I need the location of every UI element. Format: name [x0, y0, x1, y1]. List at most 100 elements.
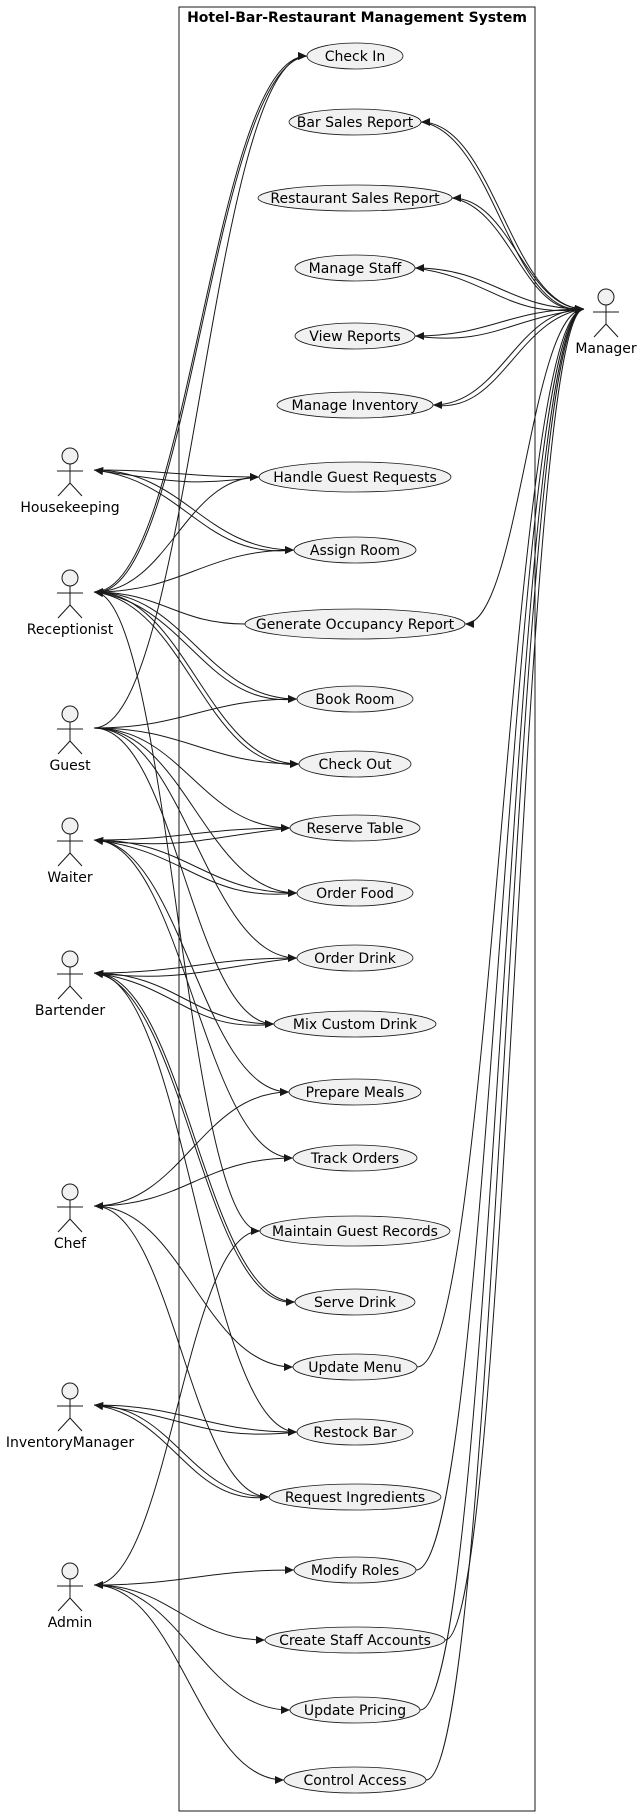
use-case-generate-occupancy-report: Generate Occupancy Report [244, 608, 466, 640]
relation-admin-to-create-staff-accounts [93, 1584, 266, 1641]
relation-chef-to-prepare-meals [93, 1091, 290, 1207]
relation-bartender-to-mix-custom-drink [93, 972, 275, 1025]
relation-guest-to-book-room [93, 698, 298, 729]
actor-leg [57, 1417, 71, 1432]
actor-waiter: Waiter [47, 817, 93, 886]
relation-inventory-manager-to-restock-bar [93, 1404, 298, 1433]
actor-head [61, 1382, 79, 1400]
use-case-label: Restock Bar [313, 1425, 396, 1441]
arrowhead [285, 1566, 294, 1574]
arrowhead [465, 620, 474, 628]
actor-leg [69, 740, 83, 755]
use-case-update-menu: Update Menu [292, 1353, 418, 1381]
relation-check-out-to-receptionist [93, 591, 300, 765]
actors-layer: HousekeepingReceptionistGuestWaiterBarte… [6, 288, 637, 1631]
actor-label: Chef [54, 1236, 87, 1252]
relation-waiter-to-track-orders [93, 839, 294, 1159]
relation-manager-to-bar-sales-report [420, 121, 585, 310]
use-case-track-orders: Track Orders [292, 1144, 418, 1172]
use-case-ellipse [292, 1144, 418, 1172]
use-case-ellipse [276, 391, 434, 419]
use-case-restock-bar: Restock Bar [296, 1418, 414, 1446]
use-case-label: Reserve Table [307, 821, 404, 837]
arrowhead [288, 695, 297, 703]
use-case-ellipse [293, 536, 417, 564]
relation-guest-to-order-food [93, 727, 298, 894]
arrowhead [288, 1428, 297, 1436]
relation-admin-to-control-access [93, 1584, 285, 1781]
actor-leg [69, 1597, 83, 1612]
relation-bartender-to-serve-drink [93, 972, 296, 1303]
actor-label: Admin [48, 1615, 93, 1631]
actor-label: Bartender [35, 1003, 105, 1019]
relation-control-access-to-manager [425, 308, 585, 1781]
relation-request-ingredients-to-inventory-manager [93, 1404, 270, 1499]
actor-leg [69, 482, 83, 497]
use-case-label: Mix Custom Drink [293, 1017, 418, 1033]
use-case-serve-drink: Serve Drink [294, 1288, 416, 1316]
use-case-control-access: Control Access [283, 1766, 427, 1794]
arrowhead [288, 889, 297, 897]
use-case-check-in: Check In [306, 42, 404, 70]
use-case-maintain-guest-records: Maintain Guest Records [259, 1215, 451, 1247]
relation-modify-roles-to-manager [415, 308, 585, 1571]
relation-serve-drink-to-bartender [93, 972, 296, 1303]
relation-update-menu-to-manager [416, 308, 585, 1368]
use-case-ellipse [294, 254, 416, 282]
relation-chef-to-update-menu [93, 1205, 294, 1368]
use-case-label: Create Staff Accounts [279, 1633, 431, 1649]
use-case-label: Modify Roles [311, 1563, 399, 1579]
actor-leg [69, 852, 83, 867]
use-case-label: Book Room [315, 692, 394, 708]
relation-receptionist-to-assign-room [93, 549, 295, 593]
arrowhead [256, 1636, 265, 1644]
actor-chef: Chef [54, 1183, 87, 1252]
use-case-ellipse [294, 1288, 416, 1316]
arrowhead [285, 546, 294, 554]
actor-leg [57, 1218, 71, 1233]
use-case-label: Order Drink [314, 951, 397, 967]
relation-manage-inventory-to-manager [432, 308, 585, 407]
relation-guest-to-order-drink [93, 727, 298, 959]
relation-chef-to-request-ingredients [93, 1205, 270, 1498]
use-case-ellipse [296, 944, 414, 972]
use-case-ellipse [288, 108, 422, 136]
relation-manager-to-restaurant-sales-report [451, 197, 585, 310]
actor-label: InventoryManager [6, 1435, 134, 1451]
use-case-update-pricing: Update Pricing [289, 1696, 421, 1724]
relation-create-staff-accounts-to-manager [444, 308, 585, 1641]
relation-bartender-to-order-drink [93, 957, 298, 974]
actor-leg [69, 1218, 83, 1233]
actor-leg [69, 985, 83, 1000]
use-case-label: Serve Drink [314, 1295, 397, 1311]
actor-leg [605, 323, 619, 338]
use-case-ellipse [273, 1010, 437, 1038]
actor-label: Housekeeping [20, 500, 119, 516]
use-case-ellipse [306, 42, 404, 70]
relation-receptionist-to-check-in [93, 55, 308, 593]
relation-reserve-table-to-waiter [93, 827, 291, 845]
relation-guest-to-check-out [93, 727, 300, 765]
use-case-modify-roles: Modify Roles [293, 1556, 417, 1584]
use-case-handle-guest-requests: Handle Guest Requests [258, 461, 452, 493]
relation-admin-to-modify-roles [93, 1569, 295, 1586]
actor-leg [57, 740, 71, 755]
actor-manager: Manager [575, 288, 637, 357]
relation-guest-to-mix-custom-drink [93, 727, 275, 1025]
use-case-ellipse [289, 1696, 421, 1724]
actor-leg [57, 1597, 71, 1612]
use-case-ellipse [283, 1766, 427, 1794]
use-case-ellipse [296, 685, 414, 713]
relation-waiter-to-reserve-table [93, 827, 291, 841]
use-case-ellipse [288, 1078, 422, 1106]
relation-receptionist-to-check-out [93, 591, 300, 765]
actor-leg [57, 852, 71, 867]
actor-head [597, 288, 615, 306]
use-case-ellipse [294, 322, 416, 350]
use-case-view-reports: View Reports [294, 322, 416, 350]
use-case-ellipse [257, 184, 453, 212]
use-case-assign-room: Assign Room [293, 536, 417, 564]
relation-bar-sales-report-to-manager [420, 121, 585, 310]
relation-manager-to-generate-occupancy-report [464, 308, 585, 625]
